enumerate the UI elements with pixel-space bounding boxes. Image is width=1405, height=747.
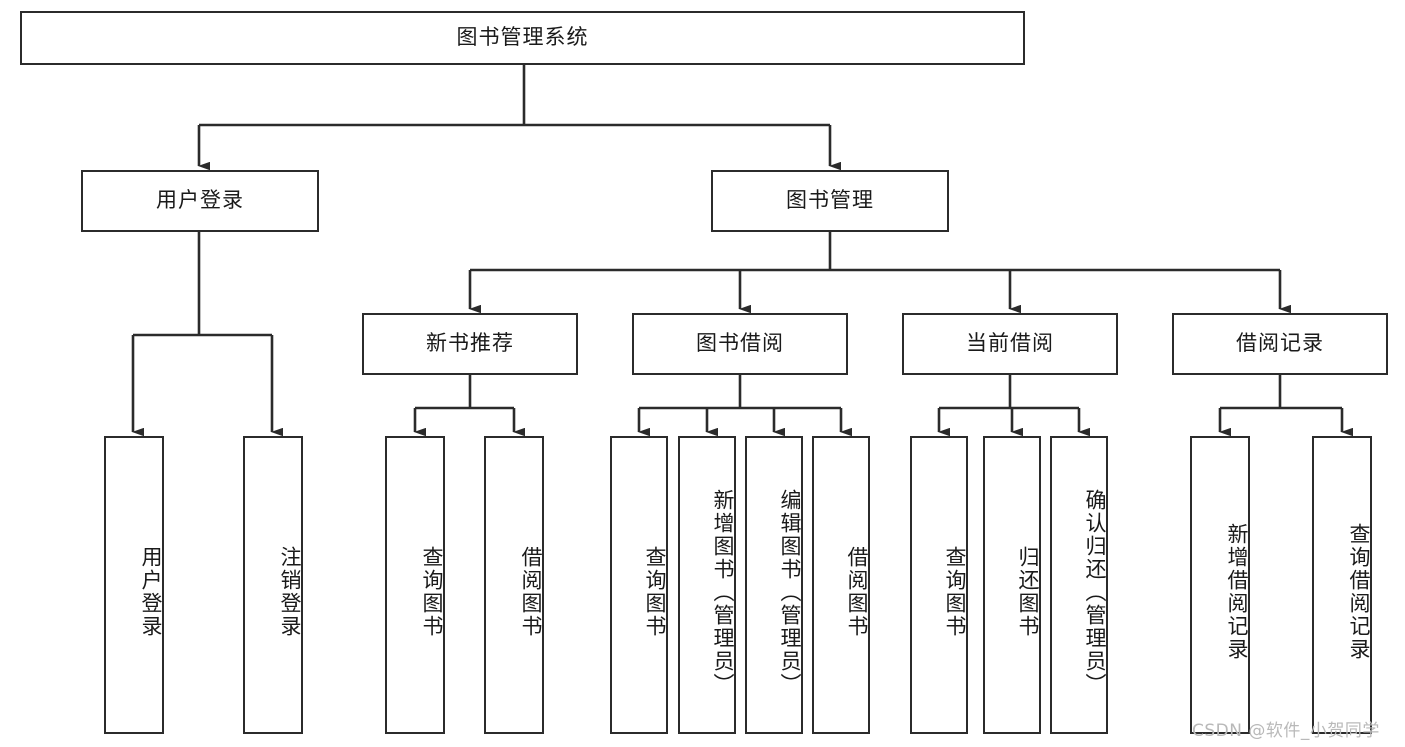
leaf-borrow-book-label: 借阅图书 [845,546,869,638]
node-new-book-recommend-label: 新书推荐 [426,331,514,356]
leaf-add-borrow-record-label: 新增借阅记录 [1225,523,1249,661]
node-root-label: 图书管理系统 [456,25,589,50]
leaf-query-books-recommend[interactable]: 查询图书 [385,436,445,734]
node-book-borrow-label: 图书借阅 [696,331,784,356]
leaf-logout-label: 注销登录 [278,546,302,638]
leaf-query-borrow-record-label: 查询借阅记录 [1347,523,1371,661]
node-book-management-label: 图书管理 [786,188,874,213]
leaf-query-books-current-label: 查询图书 [943,546,967,638]
leaf-query-books-recommend-label: 查询图书 [420,546,444,638]
leaf-add-book-admin[interactable]: 新增图书（管理员） [678,436,736,734]
leaf-borrow-books-recommend[interactable]: 借阅图书 [484,436,544,734]
leaf-query-books-borrow-label: 查询图书 [643,546,667,638]
leaf-query-books-current[interactable]: 查询图书 [910,436,968,734]
leaf-return-book-label: 归还图书 [1016,546,1040,638]
leaf-edit-book-admin-label: 编辑图书（管理员） [778,488,802,696]
leaf-user-login[interactable]: 用户登录 [104,436,164,734]
node-user-login[interactable]: 用户登录 [81,170,319,232]
node-current-borrow[interactable]: 当前借阅 [902,313,1118,375]
node-book-borrow[interactable]: 图书借阅 [632,313,848,375]
node-borrow-records-label: 借阅记录 [1236,331,1324,356]
leaf-query-borrow-record[interactable]: 查询借阅记录 [1312,436,1372,734]
leaf-query-books-borrow[interactable]: 查询图书 [610,436,668,734]
node-user-login-label: 用户登录 [156,188,244,213]
node-new-book-recommend[interactable]: 新书推荐 [362,313,578,375]
node-current-borrow-label: 当前借阅 [966,331,1054,356]
node-book-management[interactable]: 图书管理 [711,170,949,232]
csdn-watermark: CSDN @软件_小贺同学 [1192,721,1380,741]
leaf-borrow-books-recommend-label: 借阅图书 [519,546,543,638]
leaf-logout[interactable]: 注销登录 [243,436,303,734]
node-root[interactable]: 图书管理系统 [20,11,1025,65]
leaf-return-book[interactable]: 归还图书 [983,436,1041,734]
leaf-add-borrow-record[interactable]: 新增借阅记录 [1190,436,1250,734]
leaf-user-login-label: 用户登录 [139,546,163,638]
leaf-edit-book-admin[interactable]: 编辑图书（管理员） [745,436,803,734]
leaf-confirm-return-admin-label: 确认归还（管理员） [1083,488,1107,696]
leaf-borrow-book[interactable]: 借阅图书 [812,436,870,734]
leaf-confirm-return-admin[interactable]: 确认归还（管理员） [1050,436,1108,734]
node-borrow-records[interactable]: 借阅记录 [1172,313,1388,375]
leaf-add-book-admin-label: 新增图书（管理员） [711,488,735,696]
